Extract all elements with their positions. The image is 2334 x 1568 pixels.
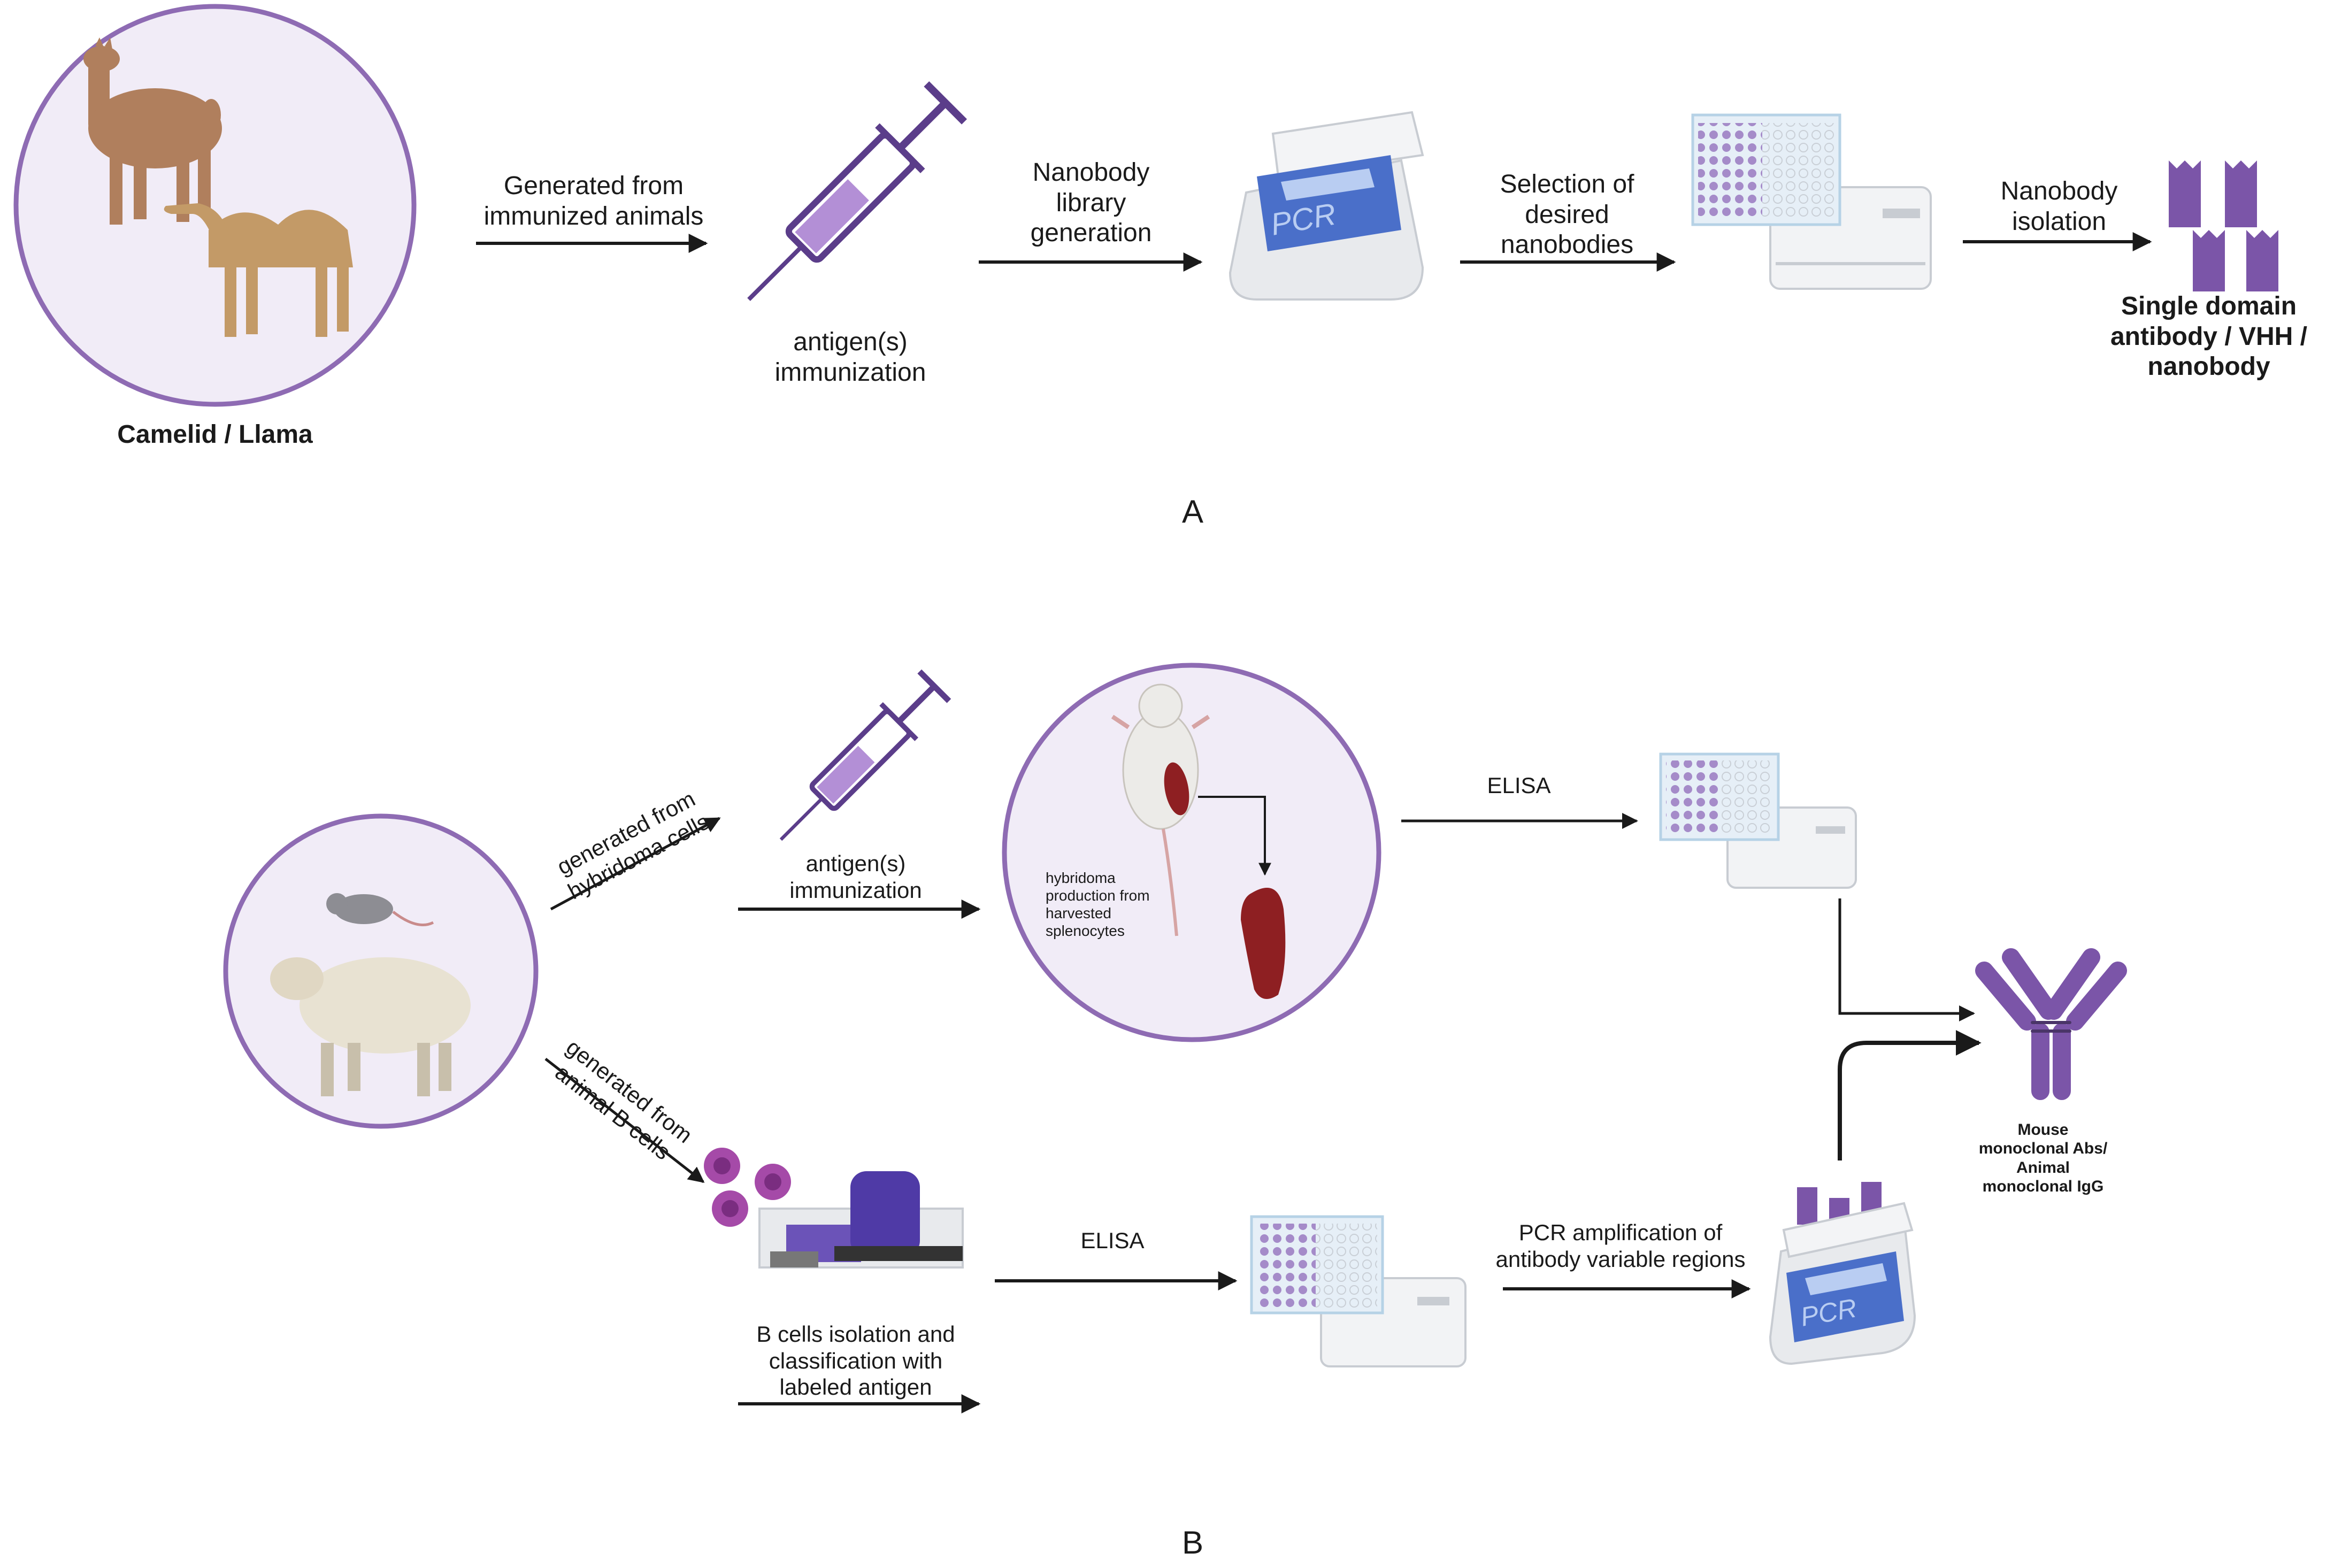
hybridoma-production-label: hybridoma production from harvested sple…	[1046, 870, 1150, 940]
camelid-circle	[13, 4, 417, 407]
pcr-machine-icon-b: PCR	[1769, 1182, 1916, 1365]
step3-label: Selection of desired nanobodies	[1500, 170, 1634, 259]
syringe-icon-b	[779, 669, 951, 841]
elisa-reader-icon-b-top	[1659, 752, 1857, 889]
syringe-icon-a	[747, 81, 968, 301]
pcr-machine-icon-a: PCR	[1229, 111, 1424, 301]
mouse-sheep-circle	[223, 813, 539, 1129]
arrow-b-to-antibody-top	[1838, 898, 1975, 1021]
antibody-product-label: Mouse monoclonal Abs/ Animal monoclonal …	[1978, 1121, 2108, 1196]
rat-spleen-circle	[1002, 663, 1381, 1042]
arrow-b-hybridoma-branch	[550, 817, 721, 911]
panel-a-label: A	[1181, 494, 1204, 529]
elisa-reader-icon-a	[1691, 113, 1932, 290]
bcell-isolation-label: B cells isolation and classification wit…	[756, 1321, 955, 1400]
nanobody-product-label: Single domain antibody / VHH / nanobody	[2110, 292, 2307, 381]
llama-icon	[83, 37, 222, 225]
elisa-bottom-label: ELISA	[1080, 1228, 1145, 1253]
arrow-b-spleen	[1198, 796, 1271, 876]
sheep-icon	[270, 957, 471, 1096]
step1-label: Generated from immunized animals	[483, 172, 704, 230]
panel-b-label: B	[1181, 1525, 1204, 1561]
immunization-label-b: antigen(s) immunization	[789, 851, 922, 903]
step2-label: Nanobody library generation	[1030, 158, 1152, 248]
pcr-amplification-label: PCR amplification of antibody variable r…	[1495, 1220, 1746, 1272]
step4-label: Nanobody isolation	[2000, 177, 2118, 236]
camelid-label: Camelid / Llama	[117, 420, 313, 449]
spleen-icon-small	[1164, 762, 1189, 816]
elisa-reader-icon-b-bottom	[1250, 1215, 1467, 1367]
spleen-icon-large	[1241, 888, 1286, 999]
b-cells-icon	[704, 1148, 791, 1227]
arrow-b-bcell-branch	[544, 1058, 705, 1183]
nanobody-icon	[2169, 160, 2278, 291]
elisa-top-label: ELISA	[1487, 773, 1551, 798]
arrow-b-to-antibody-bottom	[1838, 1030, 1982, 1160]
camel-icon	[164, 203, 353, 337]
antibody-icon	[1975, 948, 2127, 1100]
flow-cytometer-icon	[758, 1171, 964, 1269]
mouse-icon	[326, 893, 434, 926]
immunization-label-a: antigen(s) immunization	[774, 328, 926, 387]
